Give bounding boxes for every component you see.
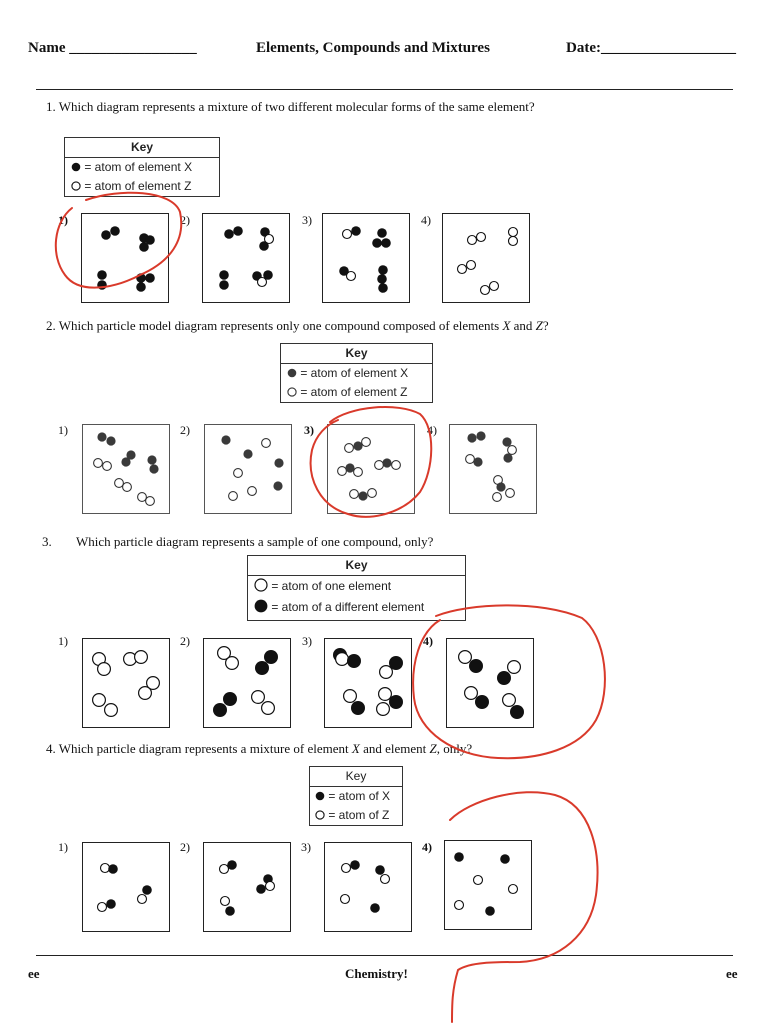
key-row-z: = atom of element Z	[65, 177, 219, 196]
option-label: 1)	[58, 213, 68, 227]
option-label: 1)	[58, 840, 68, 854]
date-field-label: Date:__________________	[566, 40, 736, 56]
option-label: 4)	[423, 634, 433, 648]
q2-diagram-2[interactable]	[204, 424, 292, 514]
q3-diagram-2[interactable]	[203, 638, 291, 728]
footer-title: Chemistry!	[345, 966, 408, 981]
name-field-label: Name _________________	[28, 40, 197, 56]
q1-diagram-1[interactable]	[81, 213, 169, 303]
q1-diagram-2[interactable]	[202, 213, 290, 303]
question-1: 1. Which diagram represents a mixture of…	[46, 99, 535, 114]
q3-diagram-4[interactable]	[446, 638, 534, 728]
q4-diagram-3[interactable]	[324, 842, 412, 932]
key-row-x: = atom of X	[310, 787, 402, 806]
q4-diagram-4[interactable]	[444, 840, 532, 930]
option-label: 3)	[301, 840, 311, 854]
q2-diagram-4[interactable]	[449, 424, 537, 514]
footer-right: ee	[726, 966, 738, 981]
q3-diagram-1[interactable]	[82, 638, 170, 728]
worksheet-title: Elements, Compounds and Mixtures	[256, 40, 490, 56]
option-label: 2)	[180, 634, 190, 648]
question-3-number: 3.	[42, 534, 52, 549]
option-label: 4)	[427, 423, 437, 437]
key-row-one: = atom of one element	[248, 576, 465, 597]
key-title: Key	[281, 344, 432, 364]
key-question-3: Key = atom of one element = atom of a di…	[247, 555, 466, 621]
footer-rule	[36, 955, 733, 956]
key-question-1: Key = atom of element X = atom of elemen…	[64, 137, 220, 197]
question-2: 2. Which particle model diagram represen…	[46, 318, 549, 333]
key-title: Key	[248, 556, 465, 576]
key-question-2: Key = atom of element X = atom of elemen…	[280, 343, 433, 403]
question-4: 4. Which particle diagram represents a m…	[46, 741, 473, 756]
option-label: 3)	[302, 634, 312, 648]
key-row-x: = atom of element X	[65, 158, 219, 177]
option-label: 2)	[180, 213, 190, 227]
q1-diagram-3[interactable]	[322, 213, 410, 303]
option-label: 3)	[302, 213, 312, 227]
key-row-z: = atom of element Z	[281, 383, 432, 402]
option-label: 4)	[421, 213, 431, 227]
option-label: 2)	[180, 840, 190, 854]
key-title: Key	[310, 767, 402, 787]
q4-diagram-2[interactable]	[203, 842, 291, 932]
key-row-different: = atom of a different element	[248, 597, 465, 618]
key-row-z: = atom of Z	[310, 806, 402, 825]
q1-diagram-4[interactable]	[442, 213, 530, 303]
option-label: 4)	[422, 840, 432, 854]
footer-left: ee	[28, 966, 40, 981]
q2-diagram-1[interactable]	[82, 424, 170, 514]
option-label: 2)	[180, 423, 190, 437]
q3-diagram-3[interactable]	[324, 638, 412, 728]
option-label: 1)	[58, 423, 68, 437]
question-3: Which particle diagram represents a samp…	[76, 534, 434, 549]
key-question-4: Key = atom of X = atom of Z	[309, 766, 403, 826]
q2-diagram-3[interactable]	[327, 424, 415, 514]
key-row-x: = atom of element X	[281, 364, 432, 383]
q4-diagram-1[interactable]	[82, 842, 170, 932]
key-title: Key	[65, 138, 219, 158]
option-label: 3)	[304, 423, 314, 437]
header-rule	[36, 89, 733, 90]
option-label: 1)	[58, 634, 68, 648]
